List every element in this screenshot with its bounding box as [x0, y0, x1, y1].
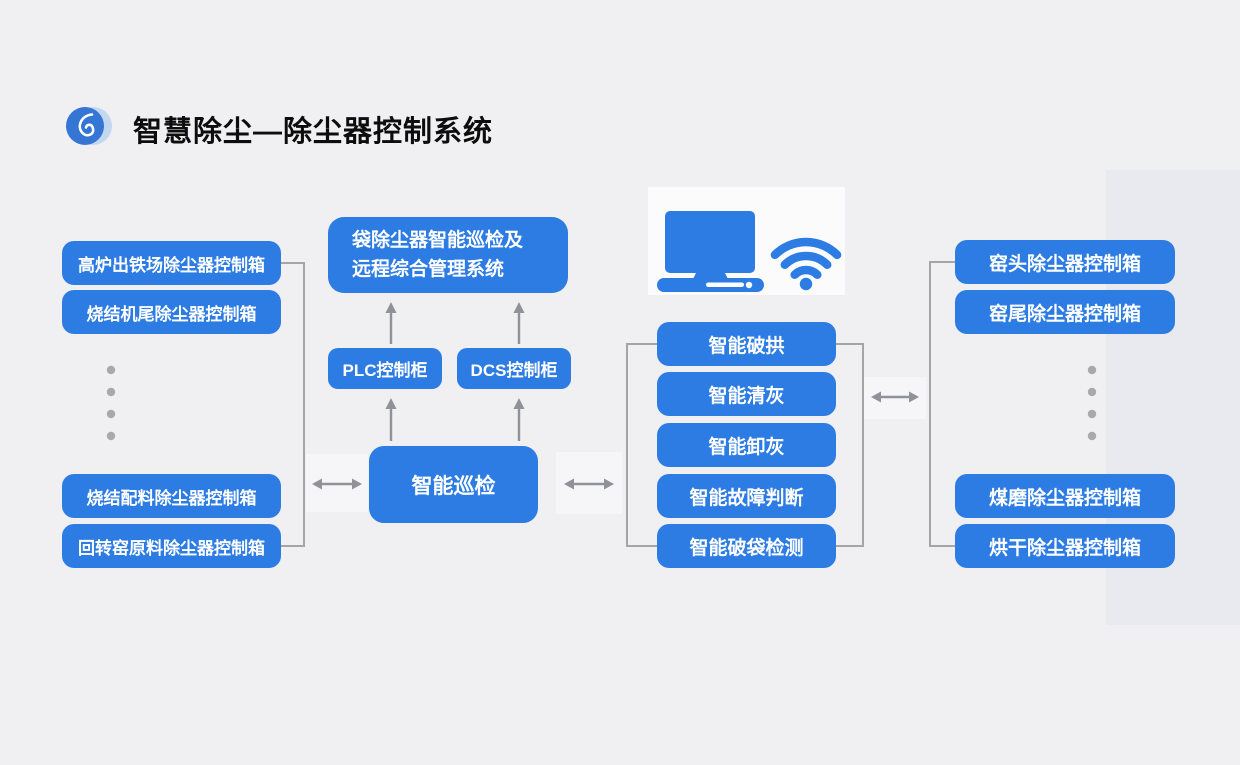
node-smart-arch-breaking: 智能破拱 — [657, 322, 836, 366]
node-management-system: 袋除尘器智能巡检及 远程综合管理系统 — [328, 217, 568, 293]
node-blast-furnace-control-box: 高炉出铁场除尘器控制箱 — [62, 241, 281, 285]
node-coal-mill-control-box: 煤磨除尘器控制箱 — [955, 474, 1175, 518]
swirl-logo-icon — [66, 107, 112, 145]
up-arrow-patrol-to-plc-icon — [385, 398, 397, 441]
double-arrow-left-icon — [312, 478, 362, 490]
management-system-line2: 远程综合管理系统 — [352, 259, 505, 280]
up-arrow-plc-to-mgmt-icon — [385, 302, 397, 344]
left-bracket-line — [281, 262, 305, 547]
node-drying-control-box: 烘干除尘器控制箱 — [955, 524, 1175, 568]
node-dcs-cabinet: DCS控制柜 — [457, 348, 571, 389]
up-arrow-dcs-to-mgmt-icon — [513, 302, 525, 344]
node-smart-ash-unloading: 智能卸灰 — [657, 423, 836, 467]
right-bracket-line — [929, 261, 955, 547]
node-smart-bag-break-detection: 智能破袋检测 — [657, 524, 836, 568]
double-arrow-right-icon — [871, 391, 919, 403]
page-title: 智慧除尘—除尘器控制系统 — [133, 116, 494, 148]
management-system-line1: 袋除尘器智能巡检及 — [352, 230, 524, 251]
node-sinter-tail-control-box: 烧结机尾除尘器控制箱 — [62, 290, 281, 334]
up-arrow-patrol-to-dcs-icon — [513, 398, 525, 441]
devices-illustration — [657, 211, 842, 292]
node-smart-patrol: 智能巡检 — [369, 446, 538, 523]
node-kiln-tail-control-box: 窑尾除尘器控制箱 — [955, 290, 1175, 334]
node-rotary-kiln-raw-control-box: 回转窑原料除尘器控制箱 — [62, 524, 281, 568]
wifi-icon — [770, 237, 842, 291]
node-smart-ash-cleaning: 智能清灰 — [657, 372, 836, 416]
left-ellipsis-dots — [106, 365, 116, 441]
middle-left-bracket-line — [626, 343, 657, 547]
middle-right-bracket-line — [836, 343, 864, 547]
node-plc-cabinet: PLC控制柜 — [328, 348, 442, 389]
node-smart-fault-judgment: 智能故障判断 — [657, 474, 836, 518]
double-arrow-center-icon — [564, 478, 614, 490]
computer-monitor-icon — [657, 211, 764, 292]
node-kiln-head-control-box: 窑头除尘器控制箱 — [955, 240, 1175, 284]
node-sinter-batching-control-box: 烧结配料除尘器控制箱 — [62, 474, 281, 518]
right-ellipsis-dots — [1087, 365, 1097, 441]
